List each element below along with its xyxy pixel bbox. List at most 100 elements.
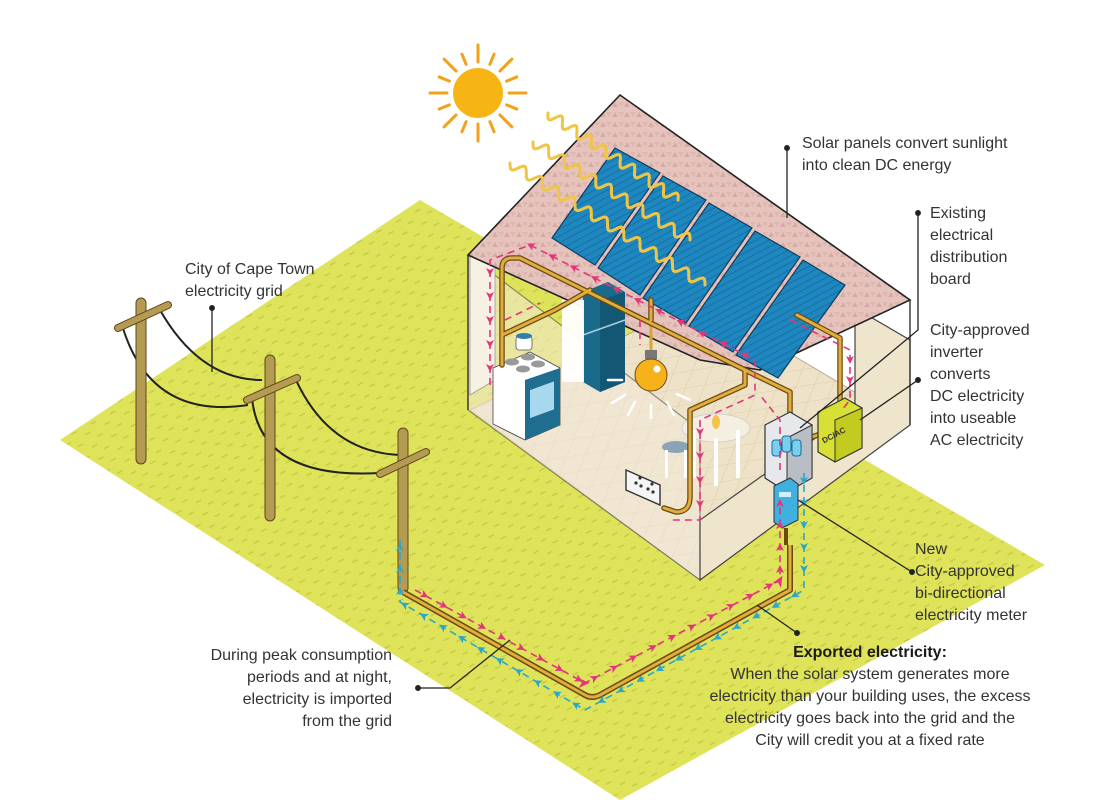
label-line: electricity grid	[185, 283, 283, 300]
label-line: from the grid	[302, 713, 392, 730]
flow-arrow	[527, 243, 536, 251]
flow-arrow	[458, 635, 467, 644]
flow-arrow	[790, 589, 800, 598]
power-line	[251, 397, 381, 475]
flow-arrow	[705, 614, 715, 622]
sun-ray	[442, 113, 458, 129]
label-line: inverter	[930, 344, 984, 361]
label-imported: During peak consumption periods and at n…	[190, 645, 392, 733]
flow-arrow	[846, 376, 854, 384]
label-grid: City of Cape Town electricity grid	[185, 259, 315, 303]
label-line: bi-directional	[915, 585, 1006, 602]
label-line: City-approved	[915, 563, 1015, 580]
flow-arrow	[438, 600, 448, 608]
flow-arrow	[597, 695, 607, 703]
flow-arrow	[553, 691, 562, 699]
flow-arrow	[771, 600, 781, 608]
grid-connection-cable	[401, 545, 793, 700]
label-line: During peak consumption	[210, 647, 392, 664]
flow-arrow	[396, 565, 404, 573]
flow-arrow	[694, 642, 704, 651]
flow-arrow	[419, 589, 429, 598]
sun-ray	[498, 113, 514, 129]
label-heading: Exported electricity:	[793, 644, 947, 661]
label-line: When the solar system generates more	[730, 666, 1010, 683]
flow-arrow	[744, 593, 754, 602]
flow-arrow	[515, 642, 525, 651]
flow-arrow	[486, 316, 494, 324]
label-exported: Exported electricity: When the solar sys…	[700, 642, 1040, 752]
sun-ray	[488, 120, 496, 134]
power-line	[159, 309, 263, 381]
meter-icon	[773, 477, 799, 545]
flow-arrow	[477, 646, 486, 655]
flow-arrow	[486, 268, 494, 276]
table-icon	[662, 413, 751, 486]
flow-arrow	[515, 669, 524, 677]
flow-arrow	[696, 452, 704, 460]
label-line: DC electricity	[930, 388, 1025, 405]
label-line: electricity than your building uses, the…	[709, 688, 1031, 705]
flow-arrow	[535, 653, 545, 661]
flow-arrow	[752, 610, 762, 619]
sun-ray	[488, 52, 496, 66]
flow-arrow	[396, 587, 404, 595]
solar-panel	[735, 259, 846, 379]
stove-icon	[492, 333, 561, 441]
label-line: AC electricity	[930, 432, 1024, 449]
flow-arrow	[776, 521, 784, 529]
flow-arrow	[628, 655, 638, 663]
label-line: into useable	[930, 410, 1017, 427]
flow-arrow	[800, 521, 808, 529]
flow-arrow	[457, 610, 467, 619]
flow-arrow	[713, 632, 723, 640]
solar-panel-array	[551, 147, 846, 379]
flow-arrow	[572, 702, 581, 710]
inverter-icon: DC/AC	[817, 397, 863, 463]
sunlight-wave-icon	[508, 111, 707, 287]
sun-ray	[505, 103, 519, 111]
label-line: converts	[930, 366, 991, 383]
sun-ray	[505, 75, 519, 83]
flow-arrow	[548, 254, 558, 262]
leader-meter	[797, 499, 913, 573]
flow-arrow	[591, 276, 601, 284]
utility-pole-icon	[376, 427, 430, 594]
solar-panel	[688, 230, 801, 353]
label-line: City of Cape Town	[185, 261, 315, 278]
sun-ray	[460, 120, 468, 134]
solar-panel	[551, 147, 661, 266]
leader-lines	[209, 145, 921, 691]
flow-arrow	[486, 364, 494, 372]
export-flow-arrows	[396, 477, 808, 710]
distribution-board-icon	[764, 411, 813, 493]
flow-arrow	[617, 684, 627, 693]
flow-arrow	[667, 634, 677, 643]
sun-icon	[428, 43, 528, 143]
flow-arrow	[696, 500, 704, 508]
fridge-icon	[562, 282, 626, 392]
flow-arrow	[647, 645, 657, 653]
import-flow-arrows	[419, 243, 854, 684]
label-line: board	[930, 271, 971, 288]
power-line	[294, 377, 406, 456]
label-line: distribution	[930, 249, 1008, 266]
flow-arrow	[776, 543, 784, 551]
flow-arrow	[608, 665, 618, 674]
sun-ray	[498, 57, 514, 73]
sun-ray	[437, 103, 451, 111]
flow-arrow	[686, 624, 696, 632]
flow-arrow	[612, 287, 622, 295]
flow-arrow	[732, 621, 742, 629]
flow-arrow	[696, 476, 704, 484]
flow-arrow	[655, 308, 665, 317]
label-line: Solar panels convert sunlight	[802, 135, 1008, 152]
flow-arrow	[496, 658, 505, 666]
label-line: New	[915, 541, 948, 558]
flow-arrow	[719, 341, 729, 349]
flow-arrow	[800, 543, 808, 551]
label-inverter: City-approved inverter converts DC elect…	[930, 320, 1030, 452]
label-line: electricity meter	[915, 607, 1028, 624]
label-line: City will credit you at a fixed rate	[755, 732, 985, 749]
label-line: electricity is imported	[242, 691, 392, 708]
